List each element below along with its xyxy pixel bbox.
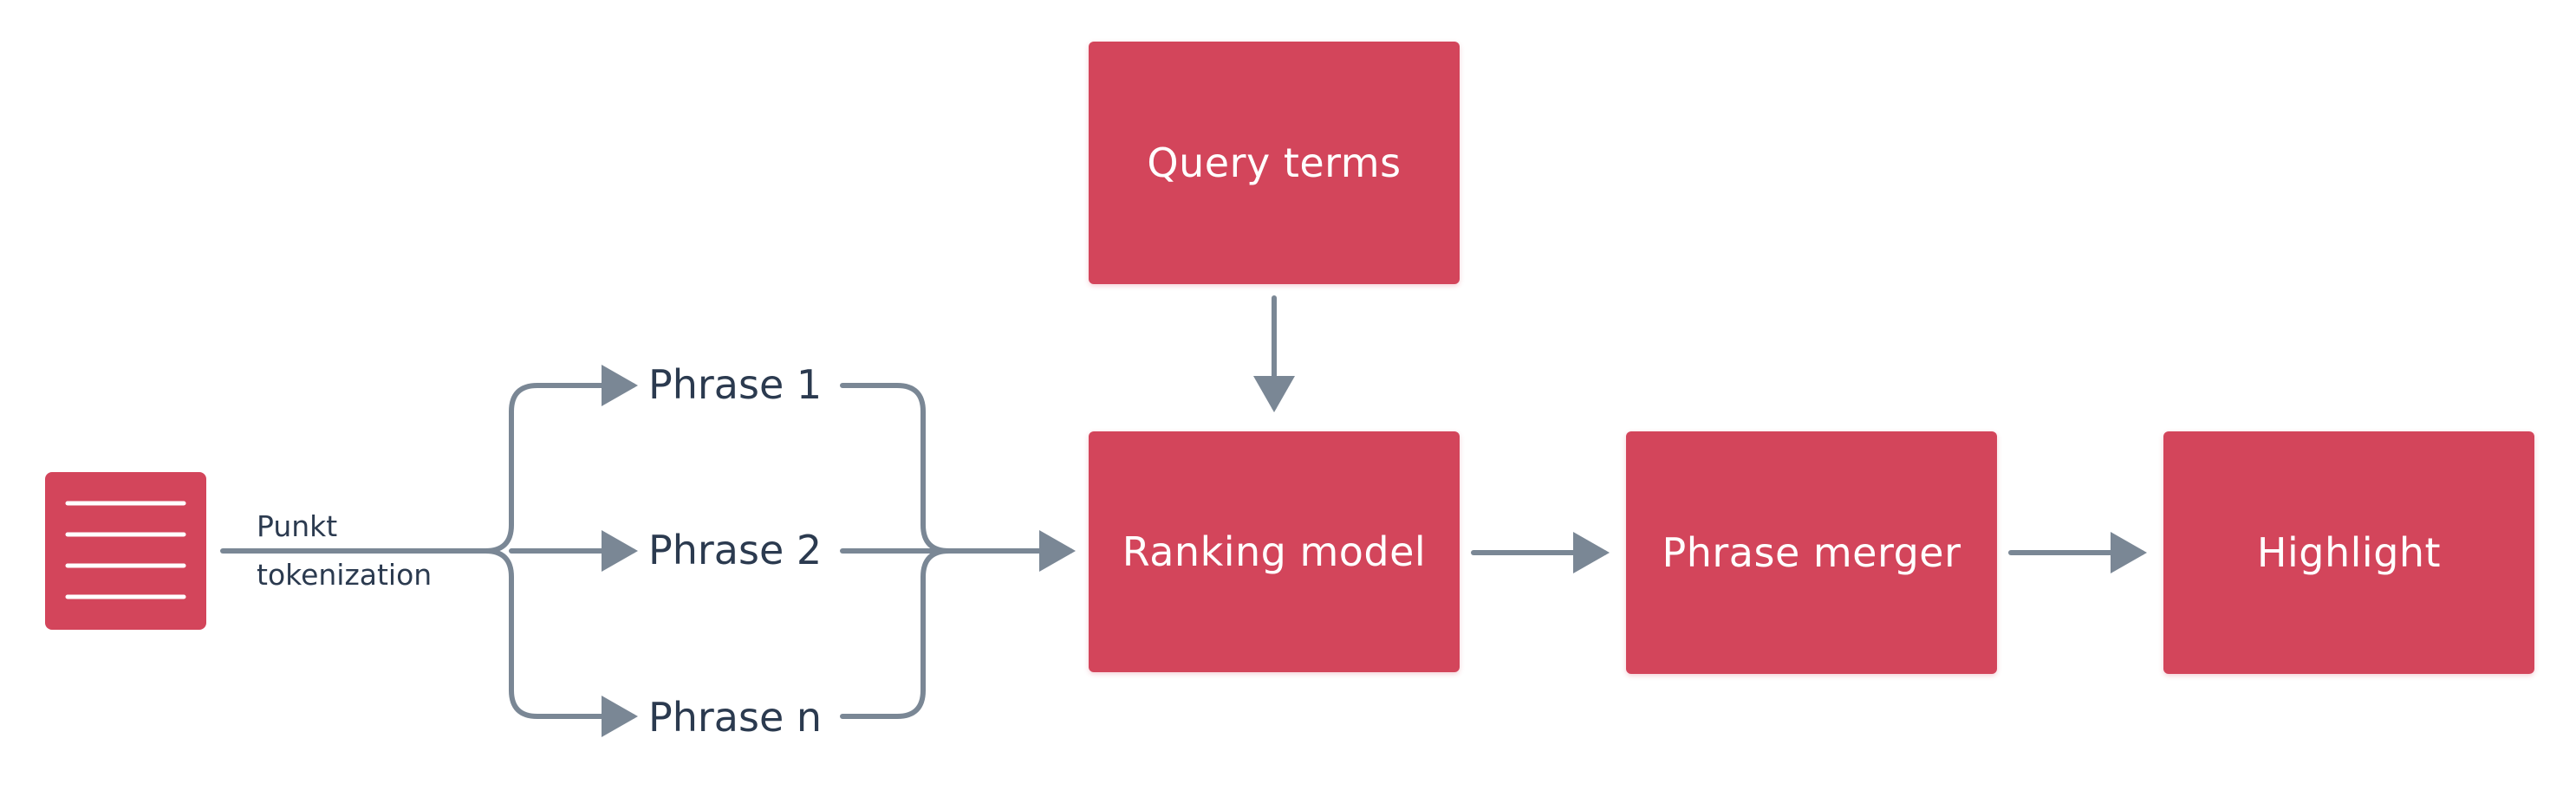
tokenization-label-line-1: Punkt [257,509,338,543]
document-lines-glyph [65,501,186,599]
phrase-n-to-merge-connector [840,548,952,719]
query-terms-box: Query terms [1089,42,1460,284]
phrase-1-to-merge-connector [840,383,952,554]
split-to-phrase-n-connector [483,548,638,737]
phrase-n-label: Phrase n [648,694,823,741]
tokenization-label-line-2: tokenization [257,558,433,592]
split-to-phrase-1-connector [483,365,638,554]
phrase-merger-box: Phrase merger [1626,431,1997,674]
phrase-2-label: Phrase 2 [648,527,823,573]
ranking-model-box: Ranking model [1089,431,1460,672]
highlight-box: Highlight [2163,431,2534,674]
document-lines-icon [45,472,206,630]
phrase-1-label: Phrase 1 [648,361,823,408]
